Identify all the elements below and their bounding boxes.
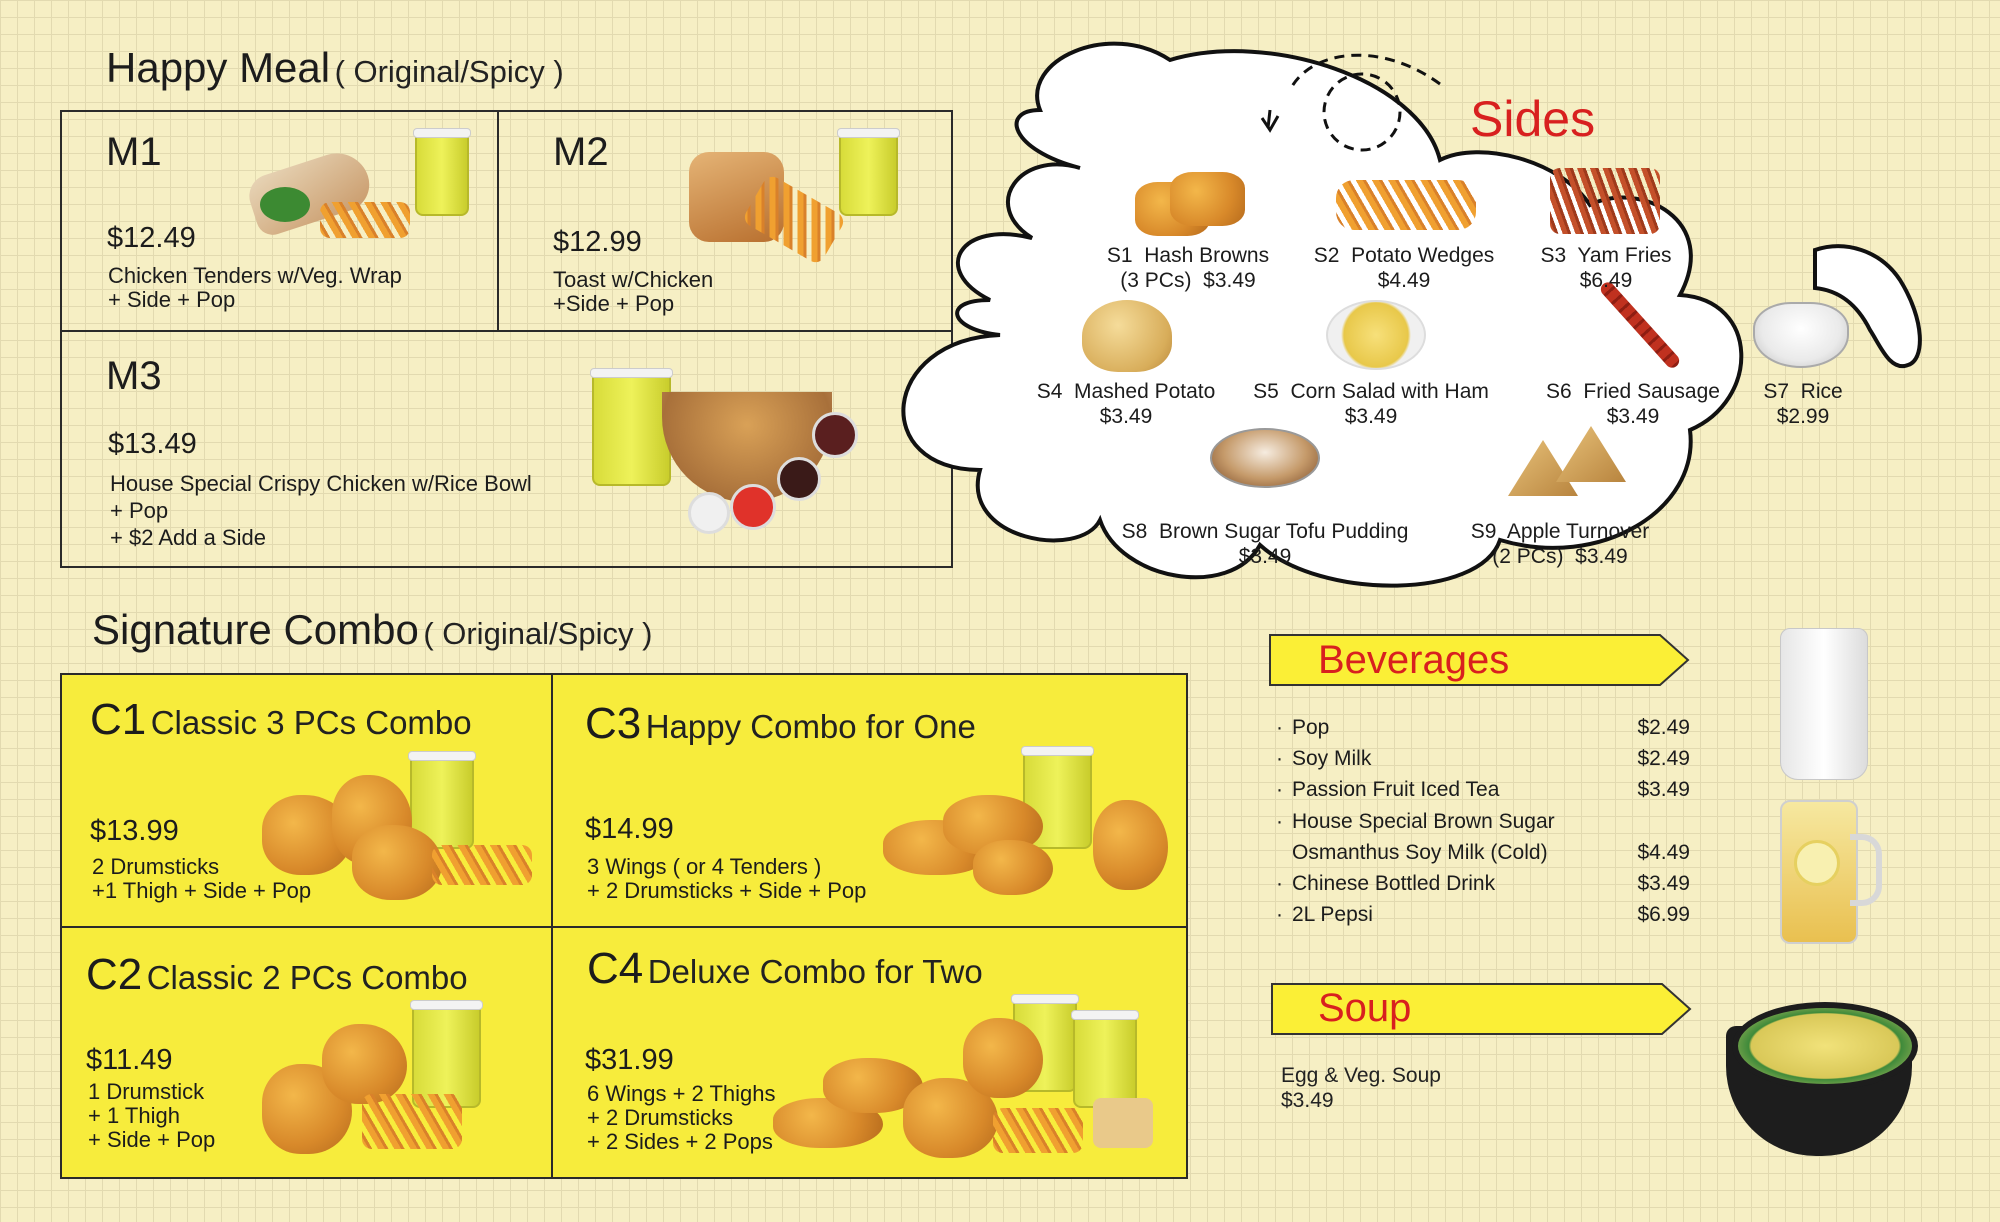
combo-name: Classic 3 PCs Combo [150, 704, 472, 741]
side-s2[interactable]: S2 Potato Wedges $4.49 [1313, 244, 1495, 292]
soy-milk-pouch-image [1780, 628, 1868, 780]
list-bullet: · [1276, 872, 1283, 895]
list-bullet: · [1276, 778, 1283, 801]
menu-item-m1[interactable]: M1 $12.49 Chicken Tenders w/Veg. Wrap + … [60, 110, 499, 332]
beverages-banner [1269, 634, 1690, 686]
signature-combo-heading: Signature Combo ( Original/Spicy ) [92, 606, 652, 654]
combo-price: $13.99 [90, 815, 179, 847]
soup-banner [1271, 983, 1692, 1035]
combo-item-c2[interactable]: C2 Classic 2 PCs Combo $11.49 1 Drumstic… [62, 928, 551, 1177]
item-description: Chicken Tenders w/Veg. Wrap + Side + Pop [108, 263, 402, 312]
beverage-name: Chinese Bottled Drink [1292, 872, 1496, 895]
combo-description: 2 Drumsticks +1 Thigh + Side + Pop [92, 854, 312, 903]
list-bullet: · [1276, 716, 1283, 739]
combo-item-c3[interactable]: C3 Happy Combo for One $14.99 3 Wings ( … [553, 675, 1186, 926]
potato-wedges-image [1336, 180, 1476, 230]
side-s3[interactable]: S3 Yam Fries $6.49 [1540, 244, 1672, 292]
item-description: Toast w/Chicken +Side + Pop [553, 267, 714, 316]
list-bullet: · [1276, 903, 1283, 926]
combo-price: $31.99 [585, 1044, 674, 1076]
combo-item-c1[interactable]: C1 Classic 3 PCs Combo $13.99 2 Drumstic… [62, 675, 551, 926]
menu-item-m3[interactable]: M3 $13.49 House Special Crispy Chicken w… [60, 330, 953, 568]
combo-description: 1 Drumstick + 1 Thigh + Side + Pop [88, 1079, 216, 1152]
item-price: $12.49 [107, 222, 196, 254]
sides-title: Sides [1470, 91, 1596, 147]
mashed-potato-image [1082, 300, 1172, 372]
combo-name: Happy Combo for One [645, 708, 976, 745]
soup-title: Soup [1318, 986, 1412, 1030]
happy-meal-subtitle: ( Original/Spicy ) [334, 54, 564, 89]
iced-tea-jar-image [1780, 800, 1882, 944]
beverage-price: $4.49 [1637, 841, 1690, 864]
list-bullet: · [1276, 747, 1283, 770]
corn-salad-image [1326, 300, 1426, 370]
item-code: M1 [106, 130, 162, 174]
combo-code: C1 [90, 695, 147, 744]
tofu-pudding-image [1210, 428, 1320, 488]
combo-c2-image [262, 1000, 542, 1169]
soup-item-name[interactable]: Egg & Veg. Soup [1281, 1064, 1441, 1087]
side-s9[interactable]: S9 Apple Turnover (2 PCs) $3.49 [1470, 520, 1650, 568]
side-s5[interactable]: S5 Corn Salad with Ham $3.49 [1253, 380, 1489, 428]
combo-code: C4 [587, 944, 644, 993]
beverage-name: Soy Milk [1292, 747, 1372, 770]
item-price: $13.49 [108, 428, 197, 460]
side-s4[interactable]: S4 Mashed Potato $3.49 [1036, 380, 1216, 428]
combo-name: Classic 2 PCs Combo [146, 959, 468, 996]
side-s6[interactable]: S6 Fried Sausage $3.49 [1546, 380, 1720, 428]
item-price: $12.99 [553, 226, 642, 258]
combo-item-c4[interactable]: C4 Deluxe Combo for Two $31.99 6 Wings +… [553, 928, 1186, 1177]
soup-bowl-image [1726, 996, 1918, 1156]
item-code: M3 [106, 354, 162, 398]
item-description: House Special Crispy Chicken w/Rice Bowl… [110, 471, 532, 550]
combo-c4-image [773, 994, 1173, 1168]
beverage-price: $6.99 [1637, 903, 1690, 926]
side-s1[interactable]: S1 Hash Browns (3 PCs) $3.49 [1106, 244, 1270, 292]
combo-price: $11.49 [86, 1044, 173, 1076]
combo-price: $14.99 [585, 813, 674, 845]
hash-browns-image [1135, 172, 1245, 238]
beverage-name: Osmanthus Soy Milk (Cold) [1292, 841, 1548, 864]
rice-bowl-image [582, 362, 912, 552]
rice-image [1753, 302, 1849, 368]
side-s8[interactable]: S8 Brown Sugar Tofu Pudding $3.49 [1121, 520, 1409, 568]
combo-c3-image [883, 746, 1173, 910]
list-bullet: · [1276, 810, 1283, 833]
beverage-price: $2.49 [1637, 716, 1690, 739]
combo-code: C2 [86, 950, 143, 999]
combo-description: 3 Wings ( or 4 Tenders ) + 2 Drumsticks … [587, 854, 867, 903]
beverage-price: $3.49 [1637, 778, 1690, 801]
combo-name: Deluxe Combo for Two [647, 953, 983, 990]
wrap-meal-image [243, 128, 490, 242]
signature-combo-title: Signature Combo [92, 606, 419, 653]
beverage-name: Passion Fruit Iced Tea [1292, 778, 1500, 801]
beverage-name: Pop [1292, 716, 1330, 739]
combo-c1-image [262, 751, 542, 905]
item-code: M2 [553, 130, 609, 174]
combo-description: 6 Wings + 2 Thighs + 2 Drumsticks + 2 Si… [587, 1081, 776, 1154]
happy-meal-title: Happy Meal [106, 44, 331, 91]
signature-combo-subtitle: ( Original/Spicy ) [423, 616, 653, 651]
yam-fries-image [1550, 168, 1660, 234]
apple-turnover-image [1508, 420, 1628, 500]
toast-meal-image [689, 128, 929, 266]
beverage-price: $2.49 [1637, 747, 1690, 770]
combo-code: C3 [585, 699, 642, 748]
combo-divider-horizontal [60, 926, 1188, 928]
beverage-name: House Special Brown Sugar [1292, 810, 1555, 833]
beverage-name: 2L Pepsi [1292, 903, 1373, 926]
happy-meal-heading: Happy Meal ( Original/Spicy ) [106, 44, 564, 92]
side-s7[interactable]: S7 Rice $2.99 [1763, 380, 1843, 428]
soup-item-price: $3.49 [1281, 1089, 1334, 1112]
beverage-price: $3.49 [1637, 872, 1690, 895]
beverages-title: Beverages [1318, 638, 1510, 682]
